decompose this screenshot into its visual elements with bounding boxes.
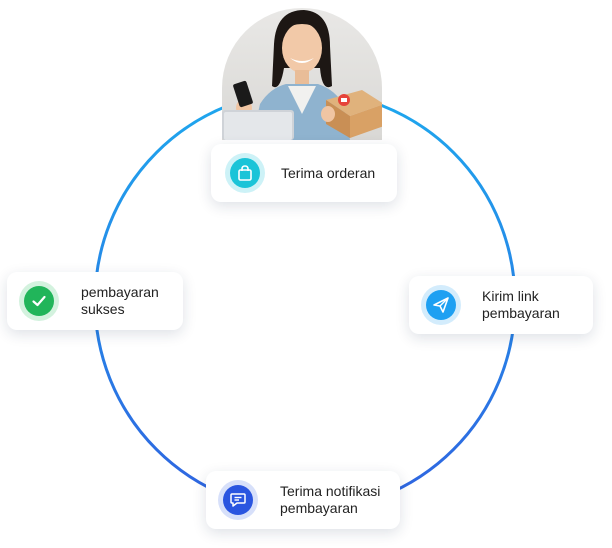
checkmark-icon (32, 295, 46, 307)
step-label-line-2: pembayaran (482, 305, 560, 321)
step-card-terima-orderan: Terima orderan (211, 144, 397, 202)
step-card-pembayaran-sukses: pembayaran sukses (7, 272, 183, 330)
seller-photo (222, 8, 382, 140)
icon-ring (218, 480, 258, 520)
icon-ring (421, 285, 461, 325)
shopping-bag-icon (238, 165, 252, 181)
step-label: Terima orderan (281, 164, 376, 181)
icon-ring (225, 153, 265, 193)
step-card-kirim-link: Kirim link pembayaran (409, 276, 593, 334)
step-label-line-1: Terima notifikasi (280, 483, 381, 499)
step-label-line-1: pembayaran (81, 284, 159, 300)
step-label-line-2: pembayaran (280, 500, 358, 516)
step-label-line-2: sukses (81, 301, 125, 317)
paper-plane-icon (433, 297, 449, 313)
step-label-line-1: Kirim link (482, 288, 539, 304)
step-card-terima-notifikasi: Terima notifikasi pembayaran (206, 471, 400, 529)
icon-ring (19, 281, 59, 321)
chat-bubble-icon (230, 493, 246, 507)
